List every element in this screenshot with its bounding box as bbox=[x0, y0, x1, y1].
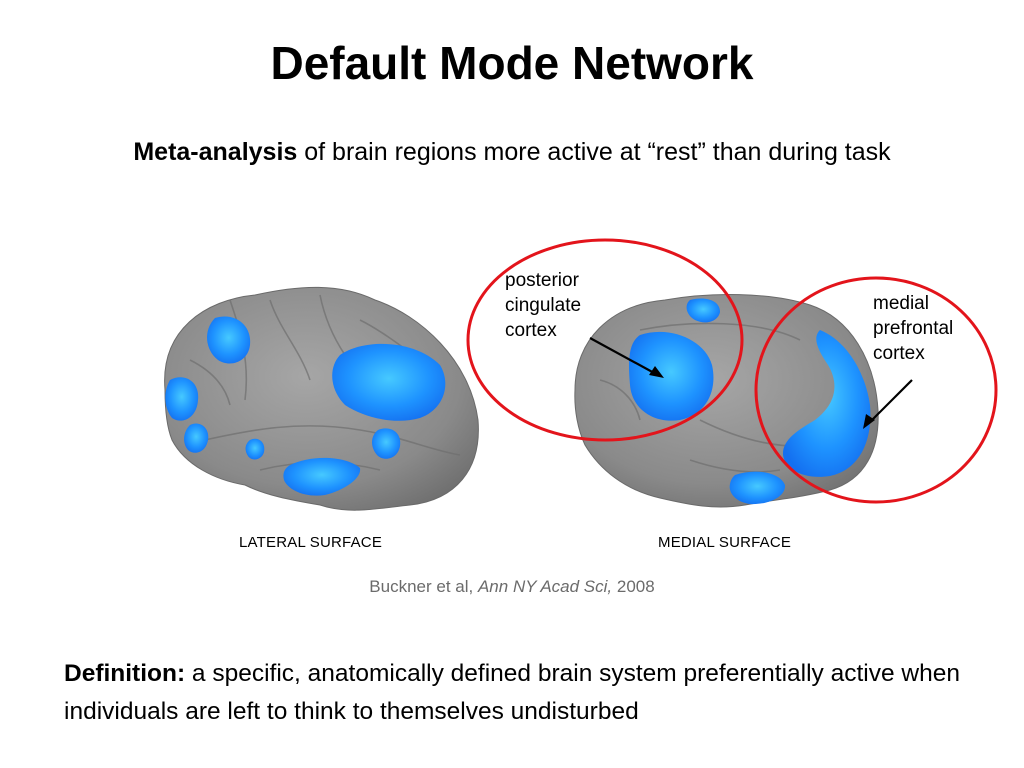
lateral-surface-label: LATERAL SURFACE bbox=[239, 534, 382, 551]
citation-authors: Buckner et al, bbox=[369, 577, 473, 596]
citation-year: 2008 bbox=[617, 577, 655, 596]
mpfc-label-line-1: medial bbox=[873, 291, 953, 316]
definition: Definition: a specific, anatomically def… bbox=[64, 655, 984, 731]
citation-journal: Ann NY Acad Sci, bbox=[478, 577, 612, 596]
lateral-brain bbox=[165, 287, 479, 510]
mpfc-label-line-3: cortex bbox=[873, 341, 953, 366]
pcc-label-line-1: posterior bbox=[505, 268, 581, 293]
pcc-label-line-2: cingulate bbox=[505, 293, 581, 318]
medial-brain bbox=[575, 295, 878, 508]
mpfc-label-line-2: prefrontal bbox=[873, 316, 953, 341]
definition-text: a specific, anatomically defined brain s… bbox=[64, 660, 960, 725]
medial-surface-label: MEDIAL SURFACE bbox=[658, 534, 791, 551]
citation: Buckner et al, Ann NY Acad Sci, 2008 bbox=[0, 577, 1024, 597]
definition-bold: Definition: bbox=[64, 660, 185, 687]
pcc-label: posterior cingulate cortex bbox=[505, 268, 581, 343]
mpfc-label: medial prefrontal cortex bbox=[873, 291, 953, 366]
pcc-label-line-3: cortex bbox=[505, 318, 581, 343]
